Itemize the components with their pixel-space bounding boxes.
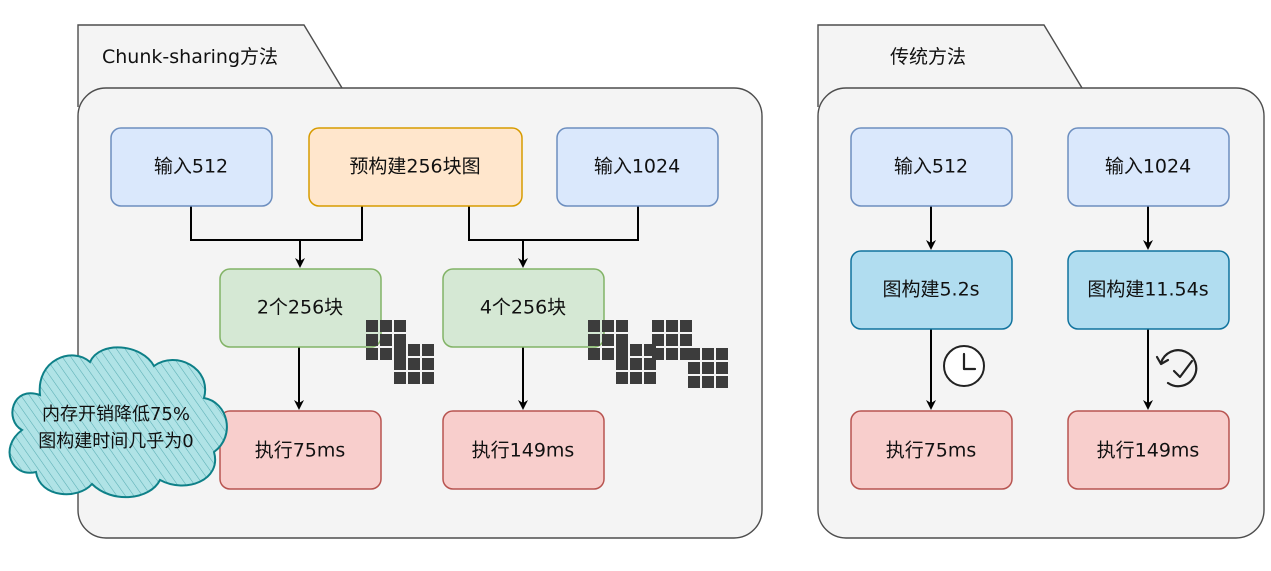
chunk-square (602, 348, 614, 360)
chunk-grid (394, 344, 434, 384)
node-input-1024: 输入1024 (556, 127, 719, 207)
chunk-square (630, 358, 642, 370)
node-t-build-52: 图构建5.2s (850, 250, 1013, 330)
chunk-square (644, 372, 656, 384)
clock-refresh-icon (1155, 349, 1198, 388)
chunk-square (702, 362, 714, 374)
node-input-1024-label: 输入1024 (594, 156, 680, 178)
connector-input512-to-chunks2 (190, 206, 305, 268)
chunk-square (394, 334, 406, 346)
node-t-input-1024-label: 输入1024 (1105, 156, 1191, 178)
node-t-exec-75-label: 执行75ms (886, 440, 977, 462)
chunk-grid (616, 344, 656, 384)
callout-line-2: 图构建时间几乎为0 (38, 431, 193, 452)
chunk-square (366, 320, 378, 332)
node-t-build-1154-label: 图构建11.54s (1087, 279, 1208, 301)
chunk-square (588, 334, 600, 346)
chunk-square (394, 358, 406, 370)
chunk-square (680, 320, 692, 332)
chunk-square (616, 344, 628, 356)
node-prebuild-256-label: 预构建256块图 (349, 156, 480, 178)
node-input-512: 输入512 (110, 127, 273, 207)
chunk-square (716, 362, 728, 374)
node-chunks-2-label: 2个256块 (257, 297, 343, 319)
chunk-grid (688, 348, 728, 388)
chunk-square (652, 348, 664, 360)
chunk-square (588, 348, 600, 360)
chunk-square (616, 334, 628, 346)
chunk-sharing-connectors (190, 206, 639, 410)
callout-line-1: 内存开销降低75% (42, 404, 190, 425)
chunk-sharing-title: Chunk-sharing方法 (102, 46, 278, 68)
chunk-square (602, 320, 614, 332)
chunk-square (688, 362, 700, 374)
chunk-square (394, 344, 406, 356)
chunk-square (688, 348, 700, 360)
chunk-grid (652, 320, 692, 360)
chunk-square (408, 358, 420, 370)
chunk-square (380, 320, 392, 332)
node-exec-149: 执行149ms (442, 410, 605, 490)
node-t-exec-75: 执行75ms (850, 410, 1013, 490)
chunk-square (616, 358, 628, 370)
chunk-square (616, 320, 628, 332)
traditional-title: 传统方法 (890, 46, 966, 68)
node-t-input-512: 输入512 (850, 127, 1013, 207)
node-chunks-4-label: 4个256块 (480, 297, 566, 319)
clock-icon (943, 345, 985, 387)
callout-cloud-hatch (9, 347, 227, 498)
node-t-build-52-label: 图构建5.2s (882, 279, 979, 301)
chunk-square (666, 320, 678, 332)
chunk-square (702, 348, 714, 360)
chunk-square (652, 320, 664, 332)
chunk-square (716, 348, 728, 360)
chunk-square (380, 334, 392, 346)
traditional-connectors (926, 206, 1153, 410)
chunk-grid (588, 320, 628, 360)
chunk-square (366, 334, 378, 346)
chunk-square (630, 344, 642, 356)
chunk-square (380, 348, 392, 360)
chunk-square (616, 372, 628, 384)
chunk-grid-icons (366, 320, 728, 388)
node-chunks-4: 4个256块 (442, 268, 605, 348)
node-t-input-1024: 输入1024 (1067, 127, 1230, 207)
chunk-square (422, 358, 434, 370)
node-exec-149-label: 执行149ms (472, 440, 575, 462)
node-prebuild-256: 预构建256块图 (308, 127, 523, 207)
chunk-square (602, 334, 614, 346)
chunk-square (702, 376, 714, 388)
node-t-exec-149-label: 执行149ms (1097, 440, 1200, 462)
chunk-square (666, 334, 678, 346)
node-exec-75: 执行75ms (219, 410, 382, 490)
node-input-512-label: 输入512 (154, 156, 228, 178)
node-chunks-2: 2个256块 (219, 268, 382, 348)
chunk-square (630, 372, 642, 384)
connector-input1024-to-chunks4 (523, 206, 639, 241)
chunk-square (680, 334, 692, 346)
chunk-square (644, 358, 656, 370)
chunk-square (666, 348, 678, 360)
chunk-square (688, 376, 700, 388)
chunk-square (408, 344, 420, 356)
chunk-square (716, 376, 728, 388)
chunk-square (366, 348, 378, 360)
callout-cloud: 内存开销降低75% 图构建时间几乎为0 (8, 346, 228, 498)
chunk-square (394, 372, 406, 384)
chunk-square (394, 320, 406, 332)
chunk-square (652, 334, 664, 346)
connector-prebuild-to-chunks4 (468, 206, 528, 268)
chunk-square (588, 320, 600, 332)
node-t-build-1154: 图构建11.54s (1067, 250, 1230, 330)
connector-prebuild-to-chunks2 (300, 206, 363, 241)
chunk-square (408, 372, 420, 384)
chunk-square (422, 372, 434, 384)
node-t-input-512-label: 输入512 (894, 156, 968, 178)
chunk-square (422, 344, 434, 356)
node-t-exec-149: 执行149ms (1067, 410, 1230, 490)
node-exec-75-label: 执行75ms (255, 440, 346, 462)
